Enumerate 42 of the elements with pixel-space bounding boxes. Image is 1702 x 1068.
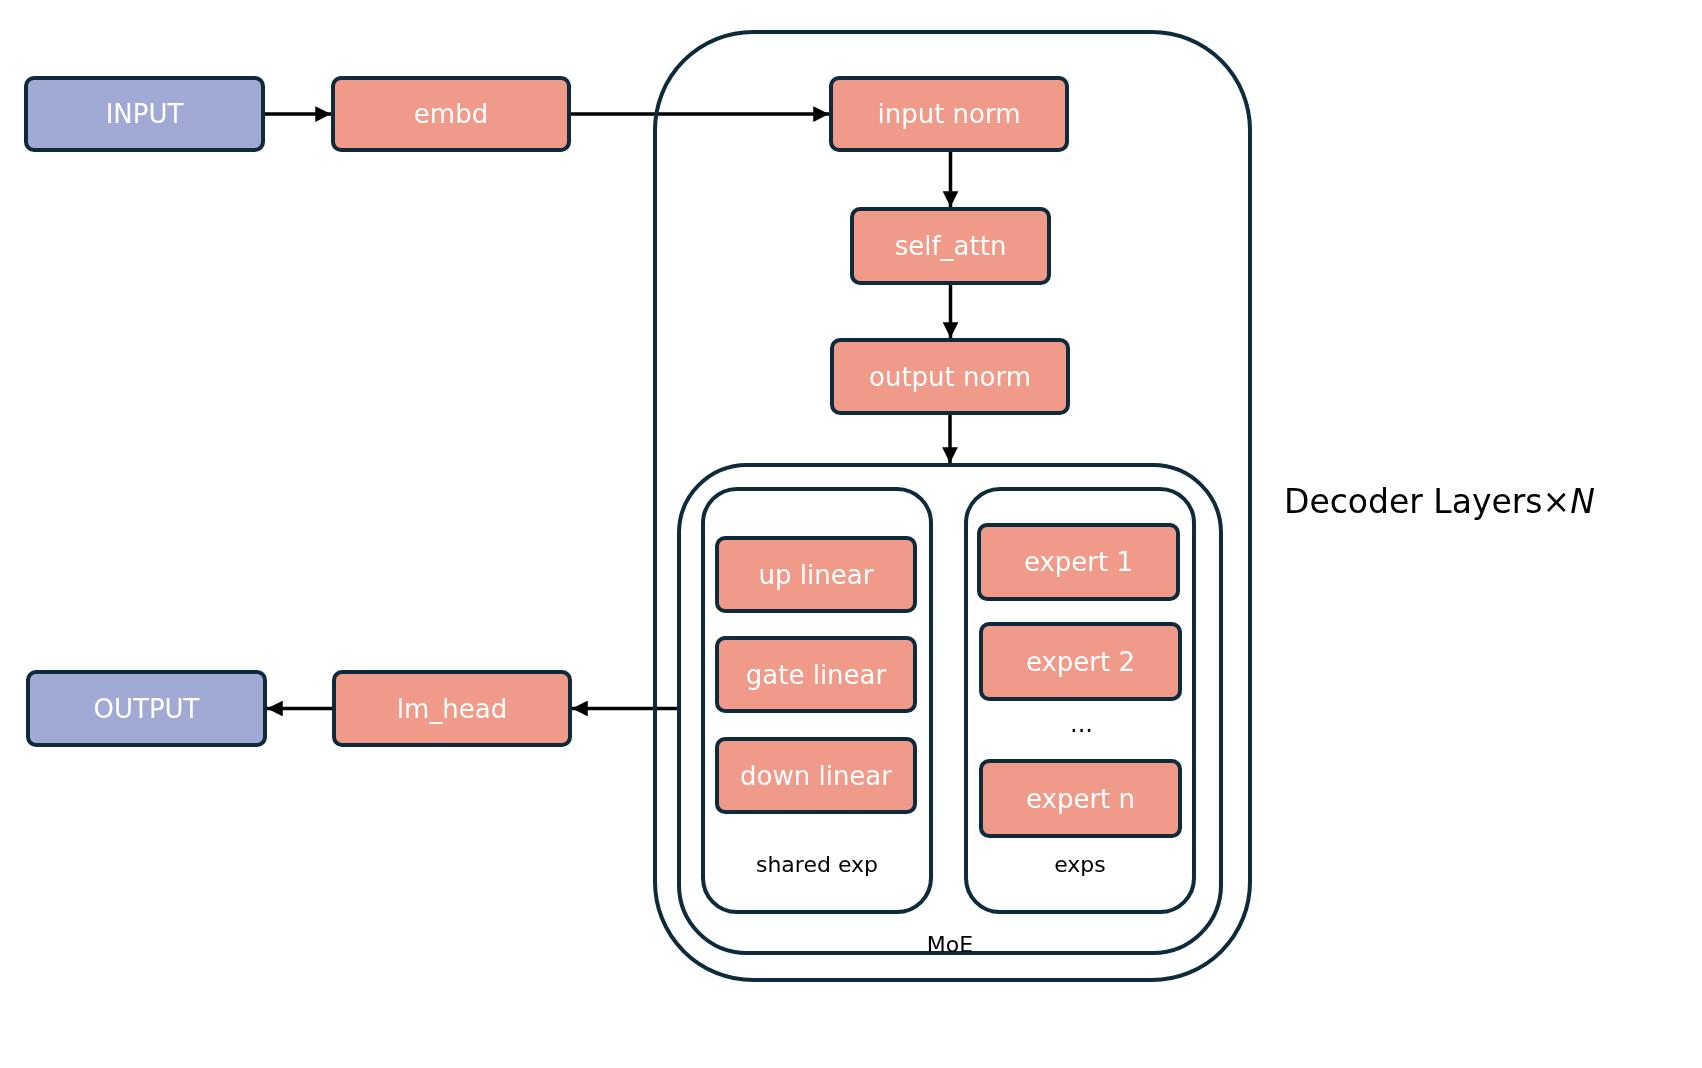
group-container <box>677 463 1223 955</box>
arrow <box>942 152 959 207</box>
process-box <box>331 76 571 152</box>
box-label: OUTPUT <box>93 693 200 724</box>
terminal-box <box>24 76 265 152</box>
repeat-label: Decoder Layers×N <box>1284 482 1595 521</box>
arrow <box>572 700 677 717</box>
arrow <box>571 106 829 122</box>
process-box <box>332 670 572 747</box>
arrow <box>267 700 332 717</box>
box-label: input norm <box>877 99 1021 129</box>
group-container <box>701 487 933 914</box>
arrow <box>942 285 959 338</box>
process-box <box>715 737 917 814</box>
process-box <box>830 338 1070 415</box>
process-box <box>715 636 917 713</box>
arrow <box>265 106 331 122</box>
process-box <box>979 759 1182 838</box>
box-label: embd <box>413 99 489 129</box>
box-label: expert n <box>1025 783 1136 814</box>
box-label: self_attn <box>894 231 1007 261</box>
terminal-box <box>26 670 267 747</box>
group-label: MoE <box>926 932 974 957</box>
group-label: exps <box>1054 852 1106 877</box>
box-label: lm_head <box>396 693 508 724</box>
group-container <box>964 487 1196 914</box>
process-box <box>829 76 1069 152</box>
layer-container <box>653 30 1252 982</box>
process-box <box>715 536 917 613</box>
box-label: expert 2 <box>1025 646 1136 677</box>
box-label: up linear <box>758 559 874 590</box>
box-label: down linear <box>740 760 892 791</box>
ellipsis-label: ... <box>1070 710 1093 738</box>
process-box <box>979 622 1182 701</box>
box-label: gate linear <box>745 659 887 690</box>
process-box <box>977 523 1180 601</box>
box-label: INPUT <box>105 99 184 129</box>
box-label: output norm <box>869 361 1031 392</box>
group-label: shared exp <box>755 852 879 877</box>
process-box <box>850 207 1051 285</box>
box-label: expert 1 <box>1023 547 1134 577</box>
arrow <box>942 415 958 463</box>
